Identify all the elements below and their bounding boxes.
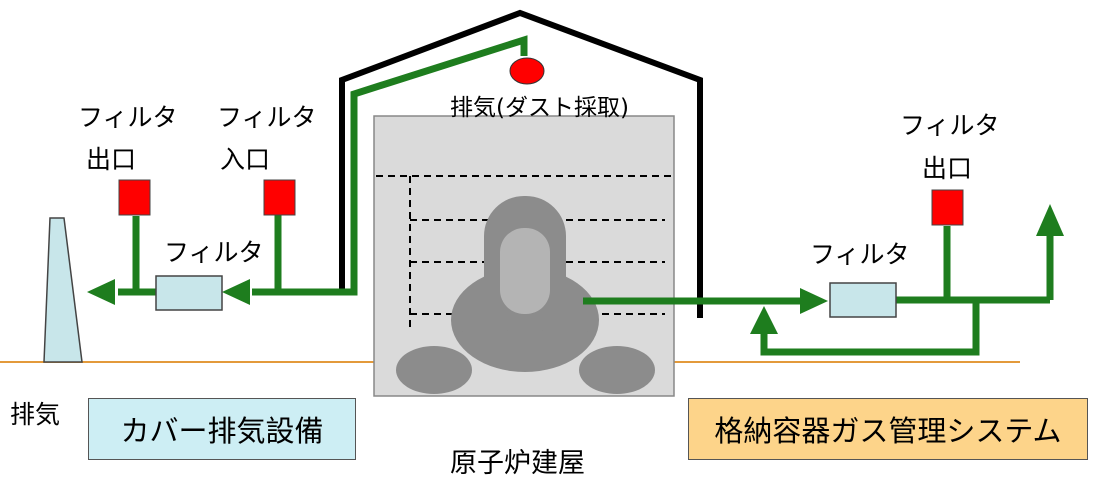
exhaust-stack [43, 217, 83, 363]
label-exhaust-dust-sampling: 排気(ダスト採取) [450, 95, 629, 121]
pcv-gas-management-system-label: 格納容器ガス管理システム [714, 414, 1062, 448]
sampling-point-exhaust-dust [509, 57, 545, 85]
pcv-gas-management-system-box: 格納容器ガス管理システム [688, 398, 1088, 460]
label-filter-left-unit: フィルタ [164, 238, 264, 267]
flow-arrow [800, 288, 828, 314]
label-filter-outlet-left-2: 出口 [86, 145, 137, 174]
sampling-point-filter-inlet [263, 179, 296, 216]
label-exhaust-stack: 排気 [10, 400, 61, 429]
label-reactor-building: 原子炉建屋 [450, 448, 585, 479]
cover-exhaust-system-label: カバー排気設備 [120, 414, 324, 448]
cover-exhaust-system-box: カバー排気設備 [88, 398, 356, 460]
flow-arrow [1036, 204, 1064, 236]
label-filter-right-unit: フィルタ [810, 240, 910, 269]
cover-structure [339, 9, 703, 318]
label-filter-outlet-left-1: フィルタ [78, 103, 178, 132]
filter-unit-left [155, 275, 223, 311]
pcv-gas-pipe [583, 226, 1054, 356]
flow-arrow [750, 306, 778, 334]
filter-unit-right [829, 282, 897, 318]
flow-arrow [87, 279, 115, 305]
sampling-point-filter-outlet-left [118, 179, 151, 216]
flow-arrow [222, 279, 250, 305]
label-filter-outlet-right-2: 出口 [922, 154, 973, 183]
sampling-point-filter-outlet-right [931, 189, 964, 226]
reactor-vessel [396, 196, 655, 394]
label-filter-inlet-1: フィルタ [217, 103, 317, 132]
label-filter-inlet-2: 入口 [220, 145, 271, 174]
label-filter-outlet-right-1: フィルタ [900, 111, 1000, 140]
